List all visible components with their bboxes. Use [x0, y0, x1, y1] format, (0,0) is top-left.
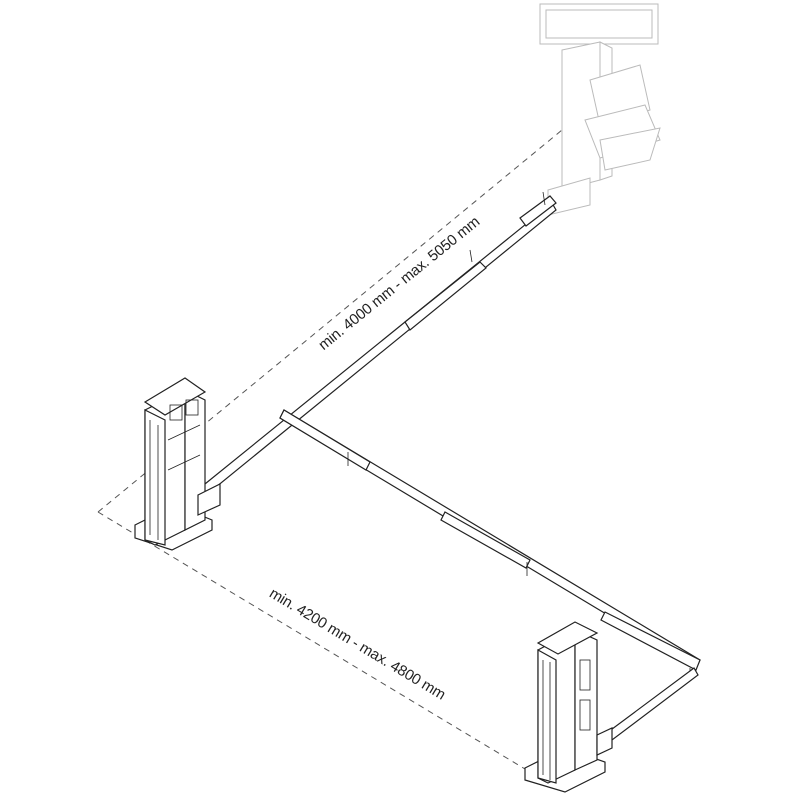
right-column-unit	[524, 621, 613, 793]
transverse-bar	[279, 409, 701, 680]
console-cabinet	[539, 3, 661, 216]
width-dimension-label: min. 4200 mm - max. 4800 mm	[266, 585, 448, 704]
longitudinal-bar	[199, 191, 557, 497]
side-bar	[599, 667, 699, 747]
left-column-unit	[134, 377, 221, 551]
width-dimension-line	[97, 511, 531, 773]
